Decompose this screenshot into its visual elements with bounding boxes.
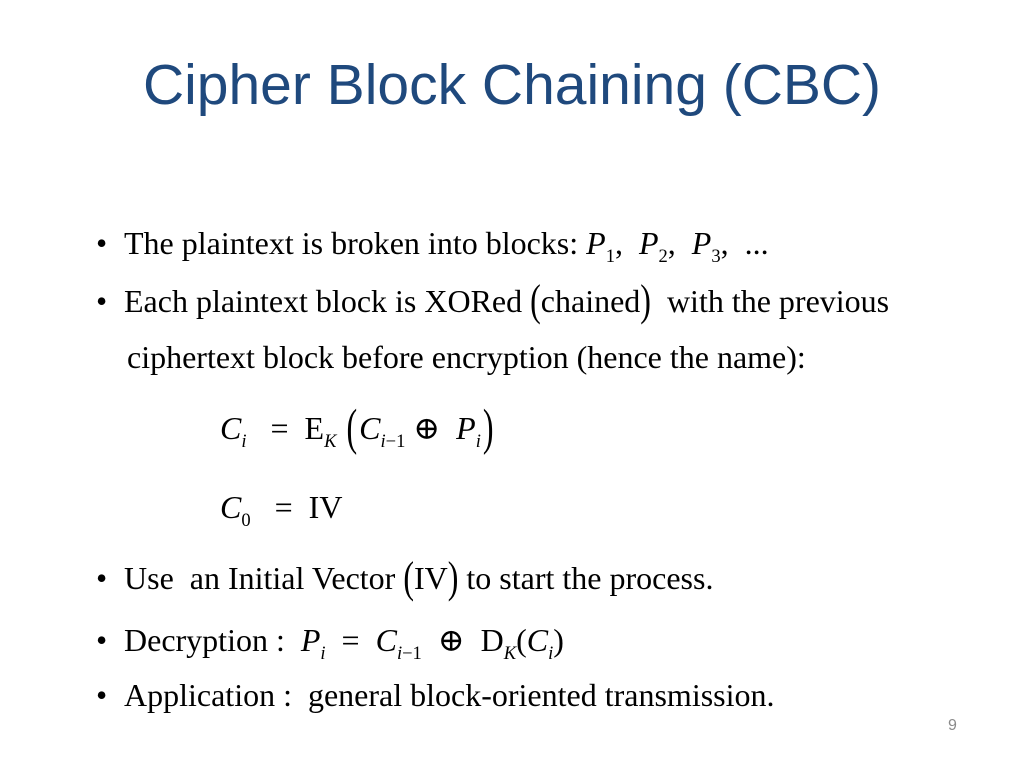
bullet-icon: •: [96, 283, 108, 320]
bullet-icon: •: [96, 560, 108, 597]
bullet-icon: •: [96, 677, 108, 714]
bullet-icon: •: [96, 622, 108, 659]
formula-encryption: Ci = EK (Ci−1 ⊕ Pi): [188, 371, 496, 492]
bullet-item-plaintext-blocks: • The plaintext is broken into blocks: P1…: [64, 186, 769, 307]
bullet-text: ciphertext block before encryption (henc…: [127, 339, 806, 376]
formula-text: Ci = EK (Ci−1 ⊕ Pi): [220, 398, 494, 456]
bullet-item-xored-chained-continuation: ciphertext block before encryption (henc…: [95, 300, 806, 415]
formula-text: C0 = IV: [220, 489, 343, 532]
bullet-icon: •: [96, 225, 108, 262]
bullet-text: Decryption : Pi = Ci−1 ⊕ DK(Ci): [124, 622, 564, 665]
bullet-text: The plaintext is broken into blocks: P1,…: [124, 225, 769, 268]
page-number: 9: [948, 717, 957, 734]
bullet-text: Use an Initial Vector (IV) to start the …: [124, 552, 714, 602]
bullet-text: Each plaintext block is XORed (chained) …: [124, 275, 890, 325]
bullet-item-decryption: • Decryption : Pi = Ci−1 ⊕ DK(Ci): [64, 583, 564, 704]
slide-title: Cipher Block Chaining (CBC): [142, 53, 882, 117]
formula-initial-vector: C0 = IV: [188, 450, 342, 571]
bullet-item-xored-chained: • Each plaintext block is XORed (chained)…: [64, 244, 889, 359]
bullet-item-application: • Application : general block-oriented tr…: [64, 638, 775, 753]
bullet-text: Application : general block-oriented tra…: [124, 677, 775, 714]
bullet-item-initial-vector: • Use an Initial Vector (IV) to start the…: [64, 521, 713, 636]
